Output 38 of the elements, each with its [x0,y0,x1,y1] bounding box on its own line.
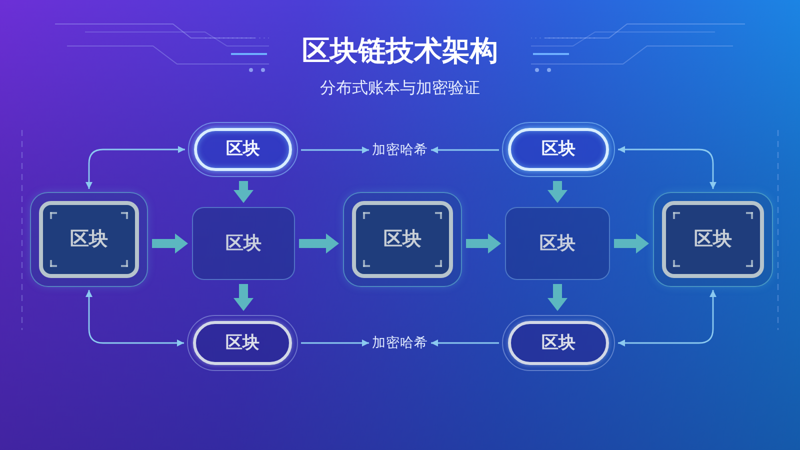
block-arrow [152,234,188,254]
block-label: 区块 [226,232,262,254]
framed-block [30,192,148,287]
arrow [431,340,499,346]
framed-block [343,192,462,287]
block-card [192,207,295,280]
arrow [301,146,369,154]
block-label: 区块 [226,139,260,160]
diagram-title: 区块链技术架构 [302,34,498,68]
block-pill [188,122,298,177]
arrow [301,340,369,346]
block-pill [502,315,615,371]
block-arrow [614,234,649,254]
block-label: 区块 [70,228,108,251]
block-arrow [466,234,501,254]
framed-block [653,192,773,287]
block-label: 区块 [694,228,732,251]
block-arrow [548,284,568,311]
block-card [505,207,610,280]
elbow-arrow [618,290,716,346]
block-label: 区块 [540,232,576,254]
elbow-arrow [86,290,184,346]
hash-text: 加密哈希 [372,334,428,352]
block-pill [187,315,298,371]
block-label: 区块 [542,332,576,354]
block-label: 区块 [542,139,576,160]
elbow-arrow [86,146,185,189]
block-arrow [234,181,254,203]
block-arrow [548,181,568,203]
block-pill [502,122,615,177]
block-arrow [299,234,339,254]
elbow-arrow [618,146,716,189]
block-label: 区块 [226,332,260,354]
hash-text: 加密哈希 [372,141,428,159]
block-arrow [234,284,254,311]
subtitle: 分布式账本与加密验证 [320,78,480,98]
arrow [431,146,499,154]
block-label: 区块 [384,228,422,251]
